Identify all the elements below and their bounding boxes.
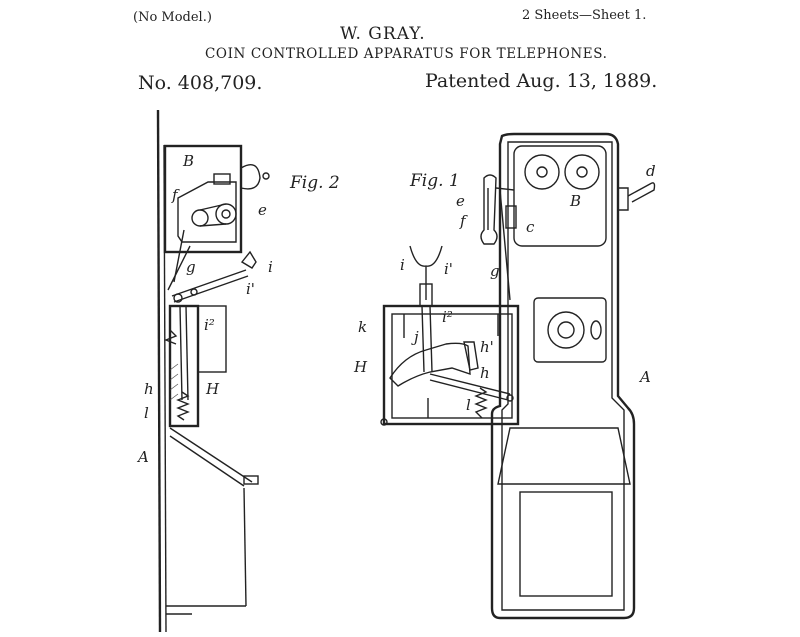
fig1-drawing <box>381 134 655 618</box>
fig2-label-l: l <box>144 404 149 422</box>
fig1-label-g: g <box>490 262 500 280</box>
fig1-label-h-prime: h' <box>480 338 494 356</box>
fig1-label-H: H <box>353 358 368 376</box>
fig2-label-i2: i² <box>204 316 215 334</box>
fig1-label-i-prime: i' <box>444 260 453 278</box>
fig1-label-B: B <box>569 192 581 210</box>
fig1-caption: Fig. 1 <box>409 171 460 191</box>
fig2-label-e: e <box>258 201 267 219</box>
fig2-label-H: H <box>205 380 220 398</box>
fig2-label-B: B <box>182 152 194 170</box>
fig1-label-e: e <box>456 192 465 210</box>
fig2-label-h: h <box>144 380 154 398</box>
fig1-label-l: l <box>466 396 471 414</box>
fig1-label-d: d <box>646 162 656 180</box>
fig1-label-k: k <box>358 318 367 336</box>
fig1-label-c: c <box>526 218 535 236</box>
fig2-label-A: A <box>136 448 149 466</box>
fig2-label-g: g <box>186 258 196 276</box>
fig1-label-A: A <box>638 368 651 386</box>
fig1-label-h: h <box>480 364 490 382</box>
fig1-label-j: j <box>411 328 419 346</box>
fig1-label-f: f <box>459 212 468 230</box>
fig2-label-i: i <box>268 258 273 276</box>
fig2-label-i-prime: i' <box>246 280 255 298</box>
fig1-label-i2: i² <box>442 308 453 326</box>
fig2-caption: Fig. 2 <box>289 173 340 193</box>
fig1-label-i: i <box>400 256 405 274</box>
